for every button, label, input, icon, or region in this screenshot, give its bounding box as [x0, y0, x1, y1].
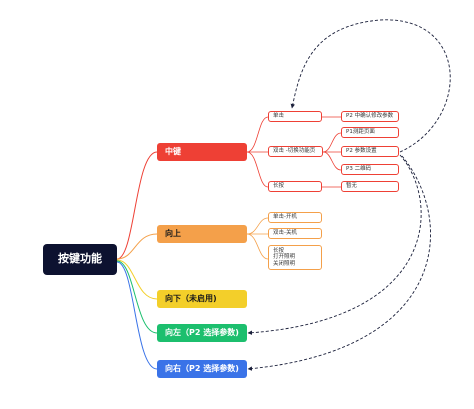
- edge-zhong-long: [246, 151, 269, 188]
- double-target-p1[interactable]: P1测距页面: [341, 127, 399, 138]
- up-long-line-1: 长按: [273, 248, 285, 254]
- edge-root-zhong: [116, 151, 158, 260]
- branch-up[interactable]: 向上: [157, 225, 247, 243]
- edge-up-single: [246, 217, 269, 235]
- zhong-single-node[interactable]: 单击: [268, 111, 322, 122]
- dashed-arrow-to-zhong: [290, 19, 451, 153]
- up-long-line-3: 关闭照明: [273, 260, 296, 267]
- edge-root-up: [116, 233, 158, 260]
- edge-root-right: [116, 261, 158, 370]
- branch-left[interactable]: 向左（P2 选择参数): [157, 324, 247, 342]
- edge-root-left: [116, 260, 158, 334]
- up-double-node[interactable]: 双击-关机: [268, 228, 322, 239]
- dashed-arrow-to-left: [247, 154, 422, 335]
- edge-root-down: [116, 259, 158, 300]
- branch-right[interactable]: 向右（P2 选择参数): [157, 360, 247, 378]
- single-target-node[interactable]: P2 中确认修改参数: [341, 111, 399, 122]
- edge-double-p3: [322, 151, 342, 171]
- up-long-line-2: 打开照明: [273, 254, 296, 261]
- edge-double-p1: [322, 132, 342, 153]
- branch-down[interactable]: 向下（未启用): [157, 290, 247, 308]
- up-single-node[interactable]: 单击-开机: [268, 212, 322, 223]
- edge-zhong-single: [246, 116, 269, 153]
- long-target-node[interactable]: 暂无: [341, 181, 399, 192]
- edge-up-long: [246, 233, 269, 260]
- dashed-arrow-to-right: [247, 155, 431, 371]
- zhong-double-node[interactable]: 双击 -切换功能页: [268, 146, 323, 157]
- branch-zhong[interactable]: 中键: [157, 143, 247, 161]
- double-target-p2[interactable]: P2 参数设置: [341, 146, 399, 157]
- double-target-p3[interactable]: P3 二维码: [341, 164, 399, 175]
- zhong-long-node[interactable]: 长按: [268, 181, 322, 192]
- up-long-node[interactable]: 长按 打开照明 关闭照明: [268, 245, 322, 270]
- root-node[interactable]: 按键功能: [43, 244, 117, 275]
